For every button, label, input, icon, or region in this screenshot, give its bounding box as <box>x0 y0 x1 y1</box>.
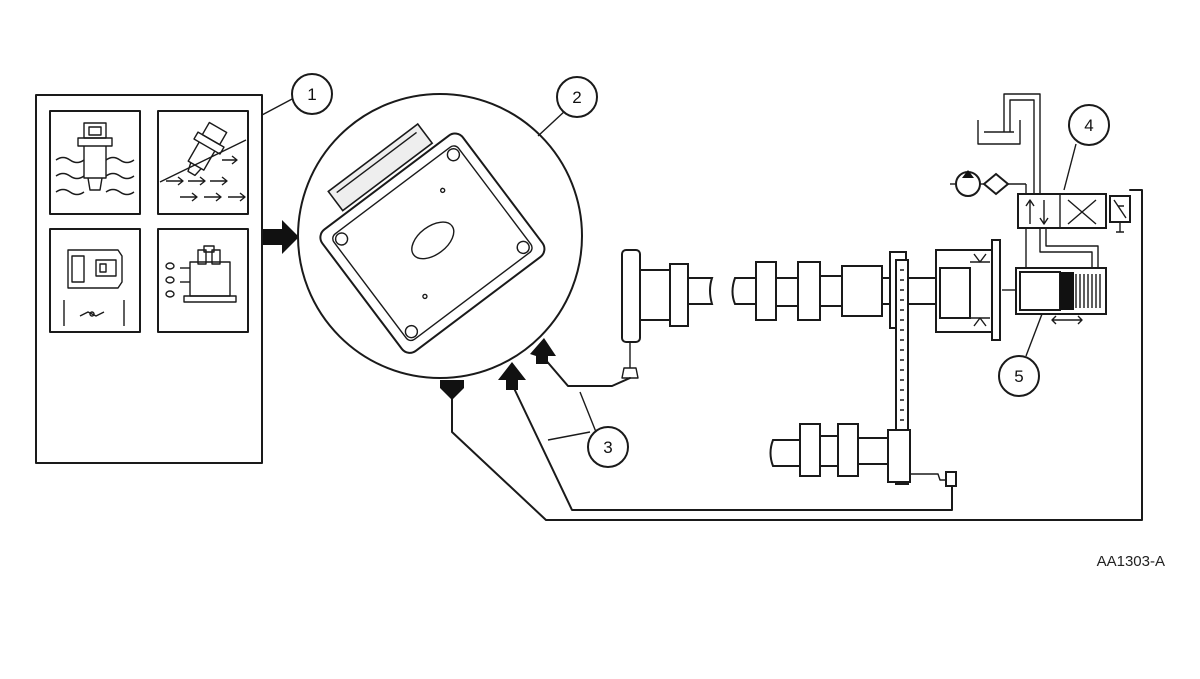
electrical-connector-icon <box>49 228 141 333</box>
camshaft-sensor-icon <box>621 249 714 379</box>
manifold-pressure-sensor-icon <box>157 228 249 333</box>
input-arrow <box>263 220 299 254</box>
callout-5: 5 <box>998 355 1040 397</box>
sensor-panel <box>35 94 295 464</box>
svg-text:1: 1 <box>307 85 316 104</box>
crankshaft-sensor-icon <box>769 259 957 487</box>
svg-text:2: 2 <box>572 88 581 107</box>
svg-text:4: 4 <box>1084 116 1093 135</box>
solenoid-valve-icon <box>1017 143 1131 233</box>
oil-pump-icon <box>950 170 986 197</box>
callout-3: 3 <box>587 426 629 468</box>
signal-wiring <box>451 189 1143 521</box>
cam-signal-arrow <box>530 338 556 364</box>
fuel-injector-icon <box>49 110 141 215</box>
airflow-sensor-icon <box>157 110 249 215</box>
engine-control-module-icon <box>297 93 583 379</box>
callout-2: 2 <box>556 76 598 118</box>
callout-4: 4 <box>1068 104 1110 146</box>
oil-filter-icon <box>982 172 1027 196</box>
oil-reservoir-icon <box>977 93 1041 194</box>
crank-signal-arrow <box>498 362 526 390</box>
figure-code: AA1303-A <box>1096 553 1165 570</box>
svg-text:5: 5 <box>1014 367 1023 386</box>
control-output-arrow <box>440 380 464 400</box>
svg-text:3: 3 <box>603 438 612 457</box>
actuator-piston-icon <box>1002 267 1107 357</box>
callout-1: 1 <box>291 73 333 115</box>
